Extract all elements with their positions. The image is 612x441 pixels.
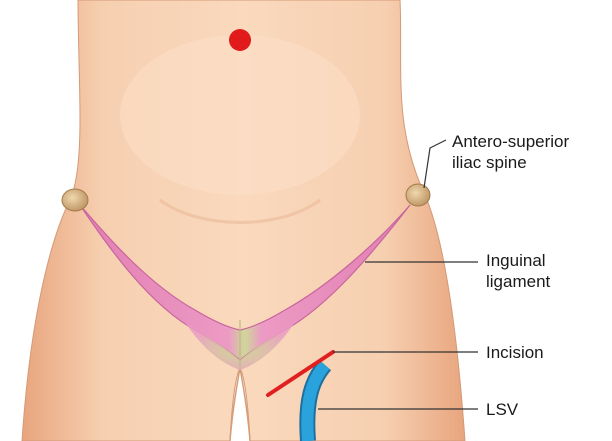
asis-left <box>62 189 88 211</box>
leader-asis <box>424 140 446 188</box>
label-lsv: LSV <box>486 399 518 420</box>
label-asis-line2: iliac spine <box>452 152 569 173</box>
label-incision: Incision <box>486 342 544 363</box>
label-inguinal: Inguinal ligament <box>486 250 550 292</box>
umbilicus-dot <box>229 29 251 51</box>
label-inguinal-line2: ligament <box>486 271 550 292</box>
asis-right <box>406 184 430 206</box>
label-asis-line1: Antero-superior <box>452 131 569 152</box>
label-inguinal-line1: Inguinal <box>486 250 550 271</box>
label-asis: Antero-superior iliac spine <box>452 131 569 173</box>
